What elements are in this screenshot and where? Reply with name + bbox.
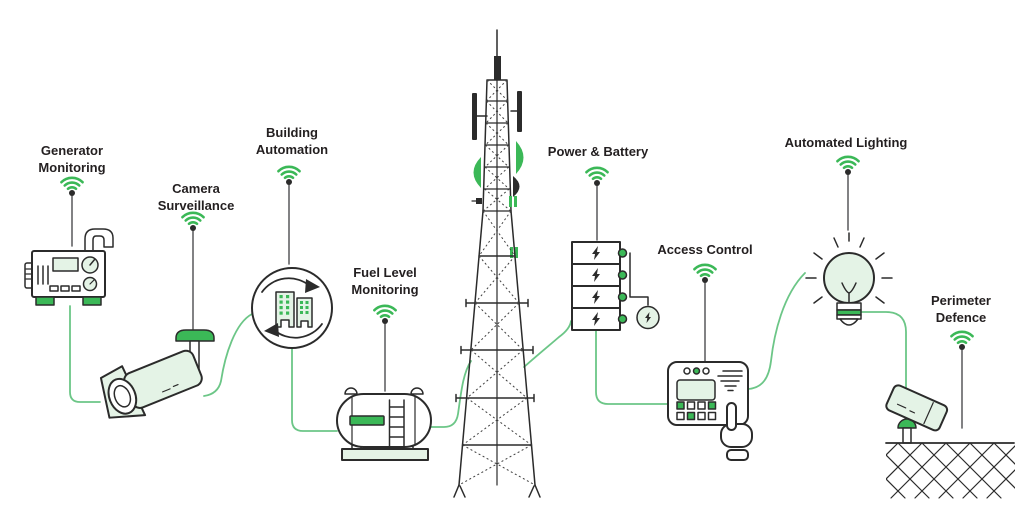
fuel-tank-icon: [336, 387, 432, 461]
connection-camera-to-building: [203, 313, 253, 397]
label-access-control: Access Control: [657, 242, 753, 257]
battery-stack-icon: [571, 241, 660, 331]
connection-tower-to-battery: [523, 320, 572, 368]
fence-icon: [885, 442, 1015, 499]
wifi-icon-fuel: [373, 304, 397, 392]
connection-lighting-to-perimeter: [860, 311, 907, 393]
wifi-icon-access: [693, 263, 717, 362]
generator-icon: [24, 228, 114, 306]
wifi-icon-building: [277, 165, 301, 265]
label-generator-monitoring: Generator Monitoring: [38, 143, 106, 175]
connection-building-to-fuel: [291, 347, 338, 432]
wifi-icon-perimeter: [950, 330, 974, 429]
connection-battery-to-access: [595, 329, 669, 405]
connection-lines: [69, 272, 907, 432]
connection-access-to-lighting: [747, 272, 806, 390]
keypad-icon: [667, 361, 753, 461]
telecom-tower-icon: [453, 29, 541, 498]
label-automated-lighting: Automated Lighting: [784, 135, 908, 150]
label-fuel-level-monitoring: Fuel Level Monitoring: [351, 265, 419, 297]
light-bulb-icon: [805, 232, 893, 326]
building-cycle-icon: [251, 267, 333, 349]
connection-generator-to-camera: [69, 305, 101, 403]
wifi-icon-power: [585, 166, 609, 241]
hand-pointer-icon: [720, 402, 753, 461]
wifi-icon-generator: [60, 176, 84, 247]
cctv-camera-icon: [99, 329, 215, 419]
perimeter-camera-icon: [885, 384, 949, 444]
label-power-battery: Power & Battery: [547, 144, 649, 159]
wifi-icon-lighting: [836, 155, 860, 231]
label-perimeter-defence: Perimeter Defence: [931, 293, 991, 325]
label-camera-surveillance: Camera Surveillance: [157, 181, 235, 213]
connection-fuel-to-tower: [430, 360, 472, 428]
wifi-icon-camera: [181, 211, 205, 330]
label-building-automation: Building Automation: [255, 125, 329, 157]
